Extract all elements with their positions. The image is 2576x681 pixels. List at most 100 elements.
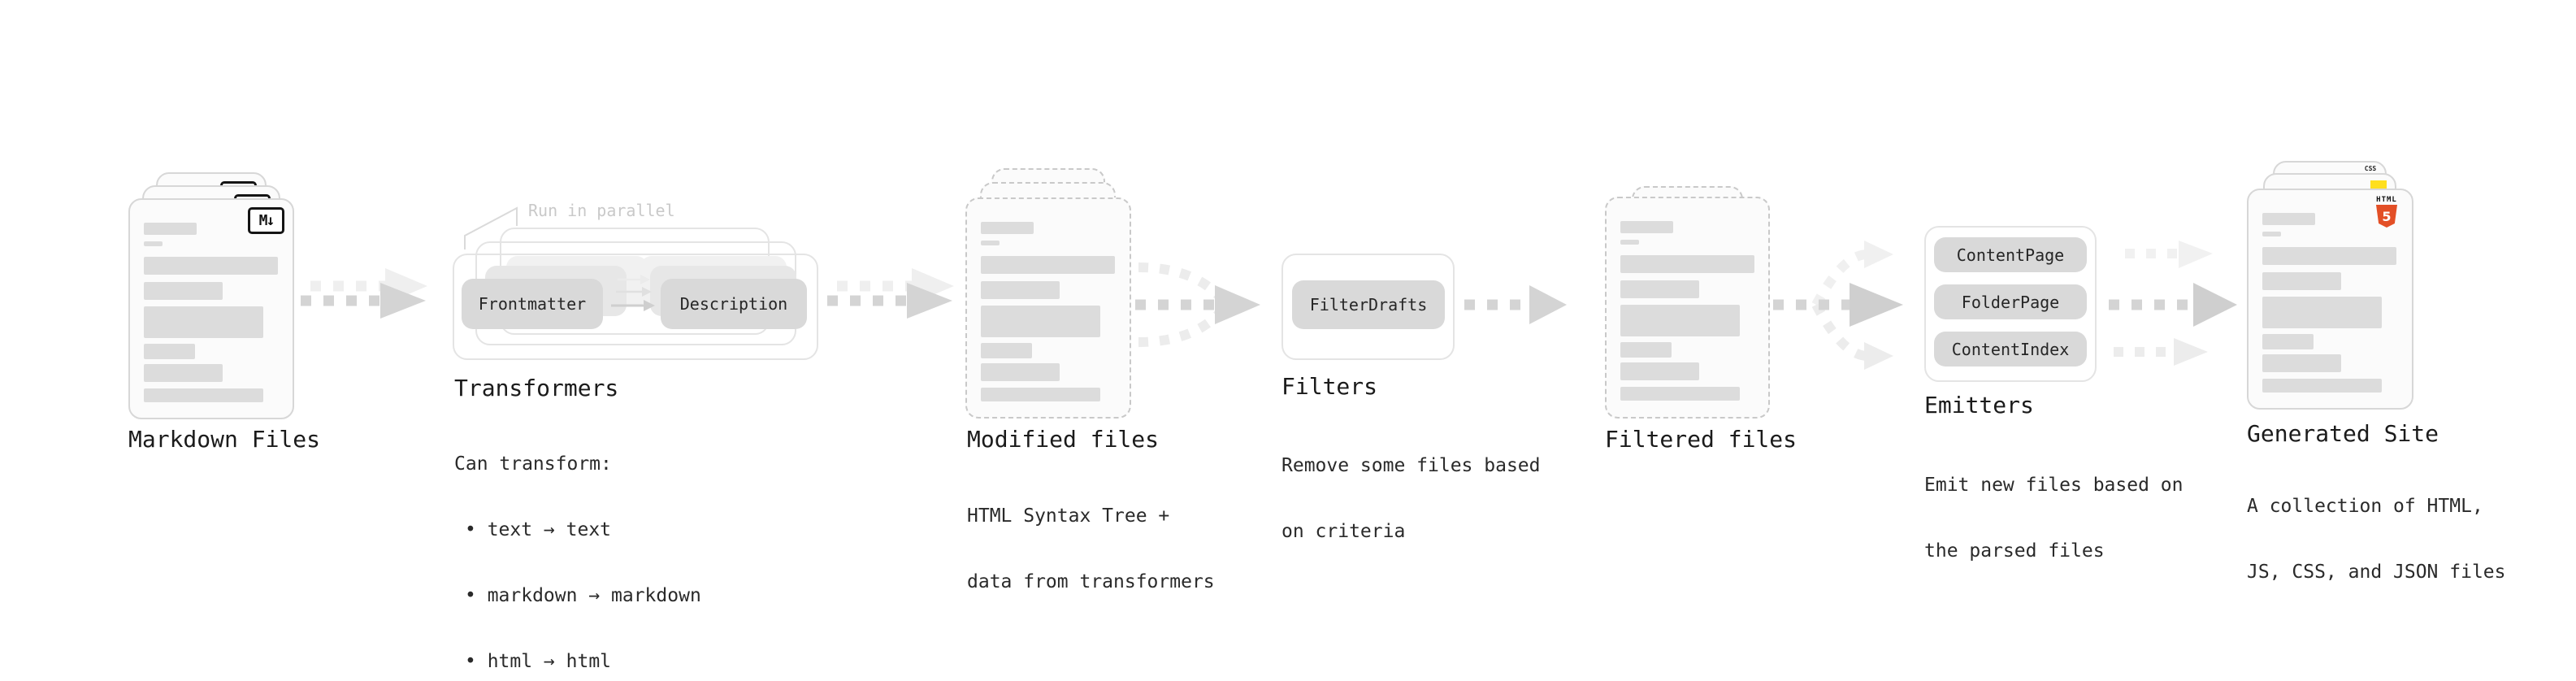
text-line-bar xyxy=(144,306,263,338)
html5-shield: 5 xyxy=(2376,205,2397,228)
document-text-placeholder xyxy=(2262,213,2396,393)
emitters-desc-line: Emit new files based on xyxy=(1924,475,2184,496)
text-line-bar xyxy=(981,241,1000,245)
html-file-card: HTML 5 xyxy=(2247,189,2413,410)
document-text-placeholder xyxy=(1620,221,1754,401)
modified-file-card-front xyxy=(965,197,1131,419)
arrowhead-top xyxy=(1864,241,1893,268)
arrow-main xyxy=(301,283,426,319)
generated-site-title: Generated Site xyxy=(2247,420,2439,447)
text-line-bar xyxy=(2262,334,2314,349)
filters-title: Filters xyxy=(1281,373,1378,400)
generated-desc-line: JS, CSS, and JSON files xyxy=(2247,562,2506,583)
parallel-arrow-middle xyxy=(2109,283,2237,327)
filters-box xyxy=(1281,254,1455,360)
text-line-bar xyxy=(2262,272,2341,290)
html5-icon: HTML 5 xyxy=(2373,196,2400,228)
contentindex-pill: ContentIndex xyxy=(1934,332,2087,367)
arrow-main xyxy=(827,283,952,319)
text-line-bar xyxy=(1620,221,1673,233)
text-line-bar xyxy=(2262,379,2382,393)
text-line-bar xyxy=(2262,247,2396,265)
run-in-parallel-leader-line xyxy=(464,206,518,249)
modified-files-stack xyxy=(965,168,1131,420)
text-line-bar xyxy=(981,363,1060,381)
filterdrafts-pill: FilterDrafts xyxy=(1292,280,1445,329)
html5-icon-label: HTML xyxy=(2376,196,2397,204)
arrow-emitters-to-generated xyxy=(2109,241,2237,366)
html5-shield-number: 5 xyxy=(2382,208,2392,224)
filtered-file-card-front xyxy=(1605,197,1770,419)
text-line-bar xyxy=(981,343,1032,358)
text-line-bar xyxy=(1620,255,1754,273)
arrow-filters-to-filtered xyxy=(1464,285,1567,324)
text-line-bar xyxy=(981,306,1100,337)
transformer-box-front xyxy=(453,254,818,360)
emitters-description: Emit new files based on the parsed files xyxy=(1924,431,2184,606)
markdown-files-stack: M↓ M↓ M↓ xyxy=(128,172,294,419)
text-line-bar xyxy=(144,388,263,402)
description-pill: Description xyxy=(661,279,807,329)
transformers-desc-line: • markdown → markdown xyxy=(465,585,701,606)
document-text-placeholder xyxy=(144,223,278,402)
arrow-transformers-to-modified xyxy=(827,268,954,319)
modified-desc-line: data from transformers xyxy=(967,571,1215,592)
markdown-files-title: Markdown Files xyxy=(128,426,321,453)
run-in-parallel-annotation: Run in parallel xyxy=(528,201,675,220)
frontmatter-pill: Frontmatter xyxy=(462,279,603,329)
text-line-bar xyxy=(981,222,1034,234)
text-line-bar xyxy=(2262,297,2382,328)
arrowhead-bottom xyxy=(1864,342,1893,370)
converge-curve-top xyxy=(1138,262,1222,299)
transformers-desc-line: • text → text xyxy=(465,519,612,540)
text-line-bar xyxy=(144,241,163,246)
emitters-title: Emitters xyxy=(1924,392,2034,419)
pill-arrow-middle xyxy=(616,287,652,297)
markdown-icon: M↓ xyxy=(248,207,284,234)
text-line-bar xyxy=(981,281,1060,299)
arrow-filtered-to-emitters xyxy=(1773,241,1903,370)
filters-desc-line: on criteria xyxy=(1281,521,1406,542)
generated-desc-line: A collection of HTML, xyxy=(2247,496,2483,517)
text-line-bar xyxy=(1620,280,1699,298)
text-line-bar xyxy=(144,223,197,235)
text-line-bar xyxy=(1620,387,1740,401)
js-icon xyxy=(2370,180,2387,189)
filters-desc-line: Remove some files based xyxy=(1281,455,1541,476)
text-line-bar xyxy=(2262,354,2341,372)
emitters-desc-line: the parsed files xyxy=(1924,540,2105,562)
pill-arrow-front xyxy=(611,300,655,311)
emitters-box xyxy=(1924,226,2097,382)
filtered-files-stack xyxy=(1605,186,1770,422)
transformers-description: Can transform: • text → text • markdown … xyxy=(454,410,701,681)
text-line-bar xyxy=(1620,342,1672,358)
markdown-icon-label: M↓ xyxy=(258,212,275,229)
folderpage-pill: FolderPage xyxy=(1934,284,2087,319)
transformers-desc-line: • html → html xyxy=(465,651,612,672)
modified-files-description: HTML Syntax Tree + data from transformer… xyxy=(967,462,1215,637)
text-line-bar xyxy=(981,388,1100,401)
text-line-bar xyxy=(144,257,278,275)
filters-description: Remove some files based on criteria xyxy=(1281,411,1541,587)
parallel-arrow-bottom xyxy=(2114,338,2208,366)
text-line-bar xyxy=(1620,362,1699,380)
css-icon-label: CSS xyxy=(2364,165,2377,172)
text-line-bar xyxy=(144,282,223,300)
transformers-title: Transformers xyxy=(454,375,619,401)
arrow-markdown-to-transformers xyxy=(301,268,427,319)
diverge-curve-bottom xyxy=(1811,302,1868,361)
diverge-curve-top xyxy=(1811,249,1868,307)
transformers-desc-line: Can transform: xyxy=(454,453,612,475)
markdown-file-card-front: M↓ xyxy=(128,198,294,419)
contentpage-pill: ContentPage xyxy=(1934,237,2087,272)
pill-arrow-back xyxy=(618,275,650,284)
arrowhead xyxy=(1529,285,1567,324)
modified-files-title: Modified files xyxy=(967,426,1160,453)
transformer-pill-arrows xyxy=(611,275,655,311)
converge-curve-bottom xyxy=(1138,310,1222,347)
text-line-bar xyxy=(2262,232,2281,236)
text-line-bar xyxy=(1620,305,1740,336)
text-line-bar xyxy=(144,344,195,359)
document-text-placeholder xyxy=(981,222,1115,401)
